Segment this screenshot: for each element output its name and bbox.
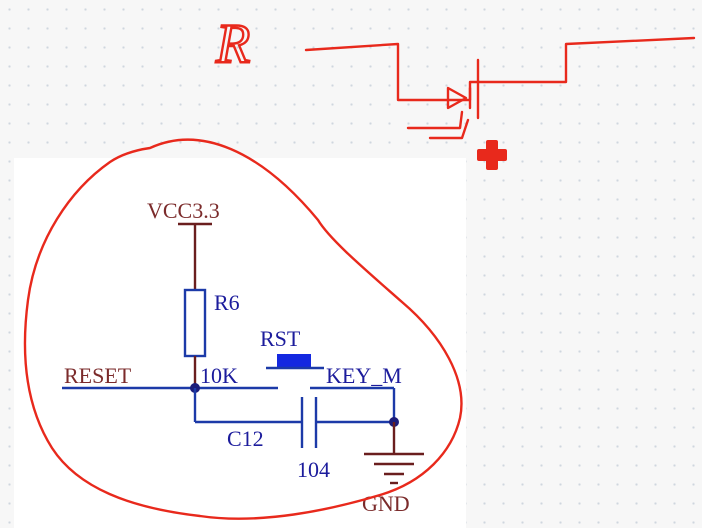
switch-ref-label: RST <box>260 326 301 351</box>
handwritten-letter-r: R <box>215 13 250 75</box>
capacitor-ref-label: C12 <box>227 426 264 451</box>
net-label-reset: RESET <box>64 363 132 388</box>
crosshair-cursor-icon <box>477 140 507 170</box>
resistor-value-label: 10K <box>200 363 238 388</box>
ground-label: GND <box>362 491 410 516</box>
power-label: VCC3.3 <box>147 198 220 223</box>
handwritten-diode-symbol <box>446 86 472 110</box>
schematic-sheet <box>14 158 466 528</box>
handwritten-lower-stroke <box>406 110 470 140</box>
rst-button-cap <box>277 354 311 368</box>
handwritten-waveform <box>304 36 696 102</box>
resistor-ref-label: R6 <box>214 290 240 315</box>
capacitor-value-label: 104 <box>297 457 330 482</box>
resistor-r6 <box>183 288 207 358</box>
switch-type-label: KEY_M <box>326 363 402 388</box>
handwritten-circle <box>23 138 463 520</box>
